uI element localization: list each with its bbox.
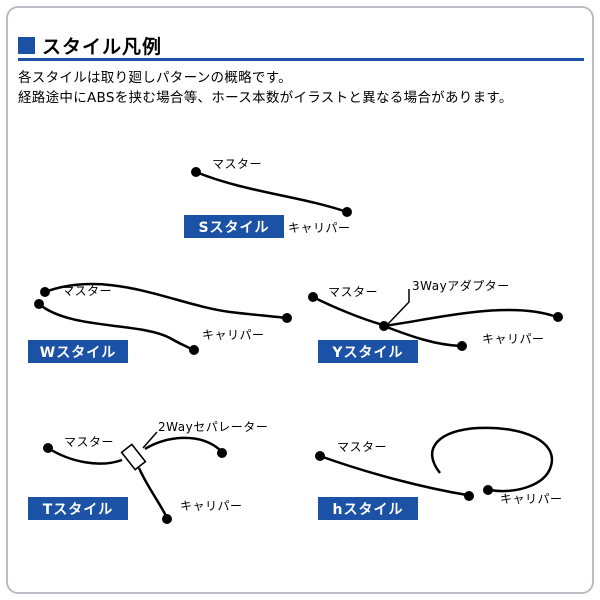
w-style-caliper-dot-1 xyxy=(282,313,292,323)
t-style-separator-leader-line xyxy=(142,431,158,449)
t-style-separator-label: 2Wayセパレーター xyxy=(158,420,269,434)
y-style-master-label: マスター xyxy=(328,285,379,299)
s-style-badge: Sスタイル xyxy=(184,215,284,238)
t-style-hose-path-master xyxy=(47,446,123,465)
t-style-caliper-dot-1 xyxy=(217,448,227,458)
h-style-master-label: マスター xyxy=(337,440,388,454)
s-style-hose-path xyxy=(195,170,348,214)
y-style-caliper-label: キャリパー xyxy=(482,332,545,346)
s-style-caliper-label: キャリパー xyxy=(288,221,351,235)
s-style-caliper-dot xyxy=(342,207,352,217)
w-style-master-dot-1 xyxy=(40,287,50,297)
page-title-text: スタイル凡例 xyxy=(42,36,163,58)
t-style-master-label: マスター xyxy=(64,435,115,449)
panel-border-frame xyxy=(6,6,594,594)
w-style-caliper-dot-2 xyxy=(189,345,199,355)
h-style-badge: hスタイル xyxy=(318,497,418,520)
description-line-2: 経路途中にABSを挟む場合等、ホース本数がイラストと異なる場合があります。 xyxy=(18,90,513,106)
w-style-group xyxy=(34,282,292,355)
h-style-caliper-dot-1 xyxy=(464,491,474,501)
h-style-master-dot xyxy=(315,451,325,461)
s-style-master-dot xyxy=(191,167,201,177)
y-style-adapter-label: 3Wayアダプター xyxy=(412,279,510,293)
title-square-icon xyxy=(18,37,35,54)
t-style-group xyxy=(43,431,227,524)
w-style-master-label: マスター xyxy=(62,284,113,298)
s-style-group xyxy=(191,167,352,217)
y-style-hose-path-lower-branch xyxy=(383,324,462,348)
h-style-caliper-label: キャリパー xyxy=(500,492,563,506)
w-style-master-dot-2 xyxy=(34,299,44,309)
description-line-1: 各スタイルは取り廻しパターンの概略です。 xyxy=(18,70,292,86)
t-style-hose-path-upper xyxy=(144,436,221,451)
y-style-hose-path-master xyxy=(312,295,384,327)
y-style-caliper-dot-1 xyxy=(457,341,467,351)
y-style-group xyxy=(308,289,563,351)
w-style-hose-path-upper xyxy=(44,282,287,320)
h-style-hose-path-loop xyxy=(430,426,554,493)
w-style-badge: Wスタイル xyxy=(28,340,128,363)
w-style-hose-path-lower xyxy=(38,303,194,352)
s-style-master-label: マスター xyxy=(212,157,263,171)
page-title: スタイル凡例 xyxy=(18,32,162,59)
y-style-hose-path-upper-branch xyxy=(383,308,558,328)
t-style-master-dot xyxy=(43,443,53,453)
h-style-group xyxy=(315,426,554,501)
title-underline xyxy=(18,58,584,61)
y-style-junction-dot xyxy=(379,321,389,331)
t-style-caliper-dot-2 xyxy=(162,514,172,524)
h-style-hose-path-master xyxy=(319,454,468,497)
y-style-caliper-dot-2 xyxy=(553,312,563,322)
t-style-caliper-label: キャリパー xyxy=(180,499,243,513)
t-style-badge: Tスタイル xyxy=(28,497,128,520)
y-style-master-dot xyxy=(308,292,318,302)
h-style-caliper-dot-2 xyxy=(483,485,493,495)
y-style-badge: Yスタイル xyxy=(318,340,418,363)
y-style-adapter-leader-line xyxy=(386,289,410,326)
t-style-hose-path-lower xyxy=(137,467,168,517)
t-style-separator-box xyxy=(120,443,147,471)
w-style-caliper-label: キャリパー xyxy=(202,328,265,342)
